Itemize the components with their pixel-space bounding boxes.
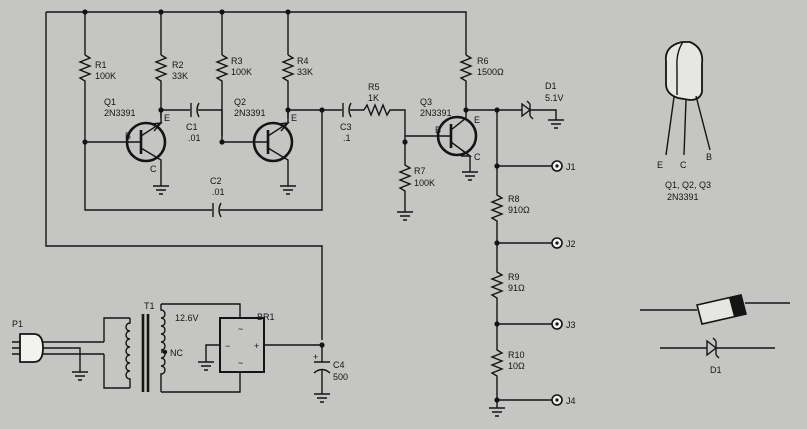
- r4-value: 33K: [297, 67, 313, 77]
- r10-value: 10Ω: [508, 361, 525, 371]
- package-pin-b: B: [706, 152, 712, 162]
- br1-ac-bottom: ~: [238, 358, 243, 368]
- power-rail: [45, 9, 467, 340]
- r6-value: 1500Ω: [477, 67, 504, 77]
- plug-p1: P1: [12, 319, 104, 381]
- package-title: Q1, Q2, Q3: [665, 180, 711, 190]
- br1-plus: +: [254, 341, 259, 351]
- q2-part: 2N3391: [234, 108, 266, 118]
- t1-secondary: 12.6V: [175, 313, 199, 323]
- diode-detail-label: D1: [710, 365, 722, 375]
- r9-ref: R9: [508, 272, 520, 282]
- q2-pin-e: E: [291, 113, 297, 123]
- transistor-q2: Q2 2N3391 E: [222, 97, 297, 195]
- capacitor-c2: C2 .01: [84, 110, 323, 218]
- transformer-t1: T1 12.6V NC: [103, 301, 241, 393]
- d1-ref: D1: [545, 81, 557, 91]
- output-divider: [489, 110, 552, 417]
- j4-label: J4: [566, 396, 576, 406]
- r3-value: 100K: [231, 67, 252, 77]
- c3-value: .1: [343, 133, 351, 143]
- r2-ref: R2: [172, 60, 184, 70]
- q2-ref: Q2: [234, 97, 246, 107]
- d1-value: 5.1V: [545, 93, 564, 103]
- t1-nc: NC: [170, 348, 183, 358]
- jack-j2: J2: [551, 237, 576, 249]
- resistor-r2: R2 33K: [154, 54, 188, 118]
- q3-pin-b: B: [435, 125, 441, 135]
- q1-pin-b: B: [125, 131, 131, 141]
- q1-pin-e: E: [164, 113, 170, 123]
- t1-ref: T1: [144, 301, 155, 311]
- c2-value: .01: [212, 187, 225, 197]
- capacitor-c3: C3 .1: [285, 102, 364, 143]
- c3-ref: C3: [340, 122, 352, 132]
- r8-value: 910Ω: [508, 205, 530, 215]
- c4-value: 500: [333, 372, 348, 382]
- jack-j1: J1: [551, 160, 576, 172]
- transistor-package-detail: E C B Q1, Q2, Q3 2N3391: [657, 41, 712, 202]
- r9-value: 91Ω: [508, 283, 525, 293]
- p1-ref: P1: [12, 319, 23, 329]
- resistor-r10: R10 10Ω: [508, 350, 525, 371]
- r4-ref: R4: [297, 56, 309, 66]
- transistor-q1: Q1 2N3391 B E C: [82, 97, 170, 195]
- br1-ac-top: ~: [238, 324, 243, 334]
- br1-ref: BR1: [257, 312, 275, 322]
- package-pin-e: E: [657, 160, 663, 170]
- j2-label: J2: [566, 239, 576, 249]
- q1-pin-c: C: [150, 164, 157, 174]
- r2-value: 33K: [172, 71, 188, 81]
- resistor-r7: R7 100K: [397, 139, 435, 221]
- resistor-r9: R9 91Ω: [508, 272, 525, 293]
- r3-ref: R3: [231, 56, 243, 66]
- resistor-r1: R1 100K: [78, 54, 116, 142]
- q3-pin-e: E: [474, 115, 480, 125]
- c1-value: .01: [188, 133, 201, 143]
- capacitor-c4: + C4 500: [313, 345, 348, 403]
- package-part: 2N3391: [667, 192, 699, 202]
- r10-ref: R10: [508, 350, 525, 360]
- capacitor-c1: C1 .01: [158, 102, 225, 145]
- q3-pin-c: C: [474, 152, 481, 162]
- bridge-br1: BR1 ~ ~ − +: [198, 312, 325, 373]
- transistor-q3: Q3 2N3391 B E C: [405, 97, 481, 181]
- r8-ref: R8: [508, 194, 520, 204]
- diode-detail: D1: [640, 294, 790, 375]
- jack-j3: J3: [551, 318, 576, 330]
- q1-ref: Q1: [104, 97, 116, 107]
- resistor-r5: R5 1K: [363, 82, 406, 142]
- resistor-r4: R4 33K: [281, 54, 313, 118]
- c1-ref: C1: [186, 122, 198, 132]
- q1-part: 2N3391: [104, 108, 136, 118]
- c4-ref: C4: [333, 360, 345, 370]
- resistor-r8: R8 910Ω: [508, 194, 530, 215]
- c4-polarity: +: [313, 352, 318, 362]
- q3-part: 2N3391: [420, 108, 452, 118]
- package-pin-c: C: [680, 160, 687, 170]
- r6-ref: R6: [477, 56, 489, 66]
- r7-ref: R7: [414, 166, 426, 176]
- r1-ref: R1: [95, 60, 107, 70]
- r5-value: 1K: [368, 93, 379, 103]
- r5-ref: R5: [368, 82, 380, 92]
- jack-j4: J4: [551, 394, 576, 406]
- resistor-r3: R3 100K: [215, 54, 252, 142]
- r1-value: 100K: [95, 71, 116, 81]
- br1-minus: −: [225, 341, 230, 351]
- q3-ref: Q3: [420, 97, 432, 107]
- j3-label: J3: [566, 320, 576, 330]
- c2-ref: C2: [210, 176, 222, 186]
- zener-d1: D1 5.1V: [463, 81, 564, 129]
- r7-value: 100K: [414, 178, 435, 188]
- resistor-r6: R6 1500Ω: [459, 54, 504, 110]
- j1-label: J1: [566, 162, 576, 172]
